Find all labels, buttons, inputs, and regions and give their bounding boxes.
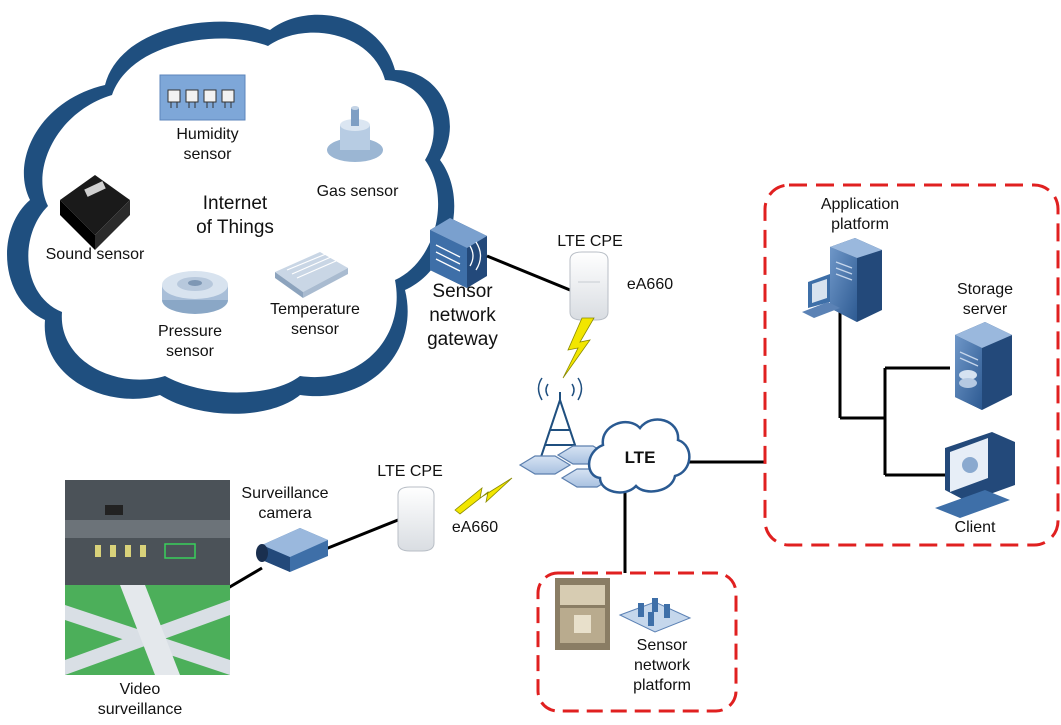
temperature-sensor-icon: [275, 252, 348, 298]
sensor-platform-box: [536, 571, 738, 713]
lte-label: LTE: [624, 448, 656, 467]
sensor-platform-icon: [618, 598, 692, 633]
cpe-bottom-label: LTE CPE: [377, 463, 443, 480]
cpe-device-bottom: [397, 486, 435, 552]
cpe-bottom-model: eA660: [451, 519, 499, 536]
storage-server-icon: [955, 322, 1012, 410]
connection-lines: [227, 254, 950, 590]
sensor-gateway-icon: [430, 218, 487, 288]
lte-cells-icon: [518, 445, 614, 488]
cpe-device-top: [569, 251, 609, 321]
cpe-top-label: LTE CPE: [557, 233, 623, 250]
application-platform-icon: [802, 238, 882, 322]
gas-sensor-label: Gas sensor: [316, 183, 399, 200]
wireless-link-icon: [454, 317, 595, 515]
sound-sensor-icon: [60, 175, 130, 250]
iot-cloud: [7, 14, 455, 414]
lte-cloud: [587, 418, 691, 494]
sound-sensor-label: Sound sensor: [45, 246, 145, 263]
pressure-sensor-icon: [162, 271, 228, 314]
video-surveillance-image: [65, 480, 230, 675]
sensor-platform-image: [555, 578, 610, 650]
gas-sensor-icon: [327, 106, 383, 162]
client-label: Client: [954, 519, 996, 536]
client-computer-icon: [935, 432, 1015, 518]
cpe-top-model: eA660: [626, 276, 674, 293]
platform-group-box: [763, 183, 1060, 547]
surveillance-camera-icon: [256, 528, 328, 572]
humidity-sensor-icon: [159, 74, 246, 121]
